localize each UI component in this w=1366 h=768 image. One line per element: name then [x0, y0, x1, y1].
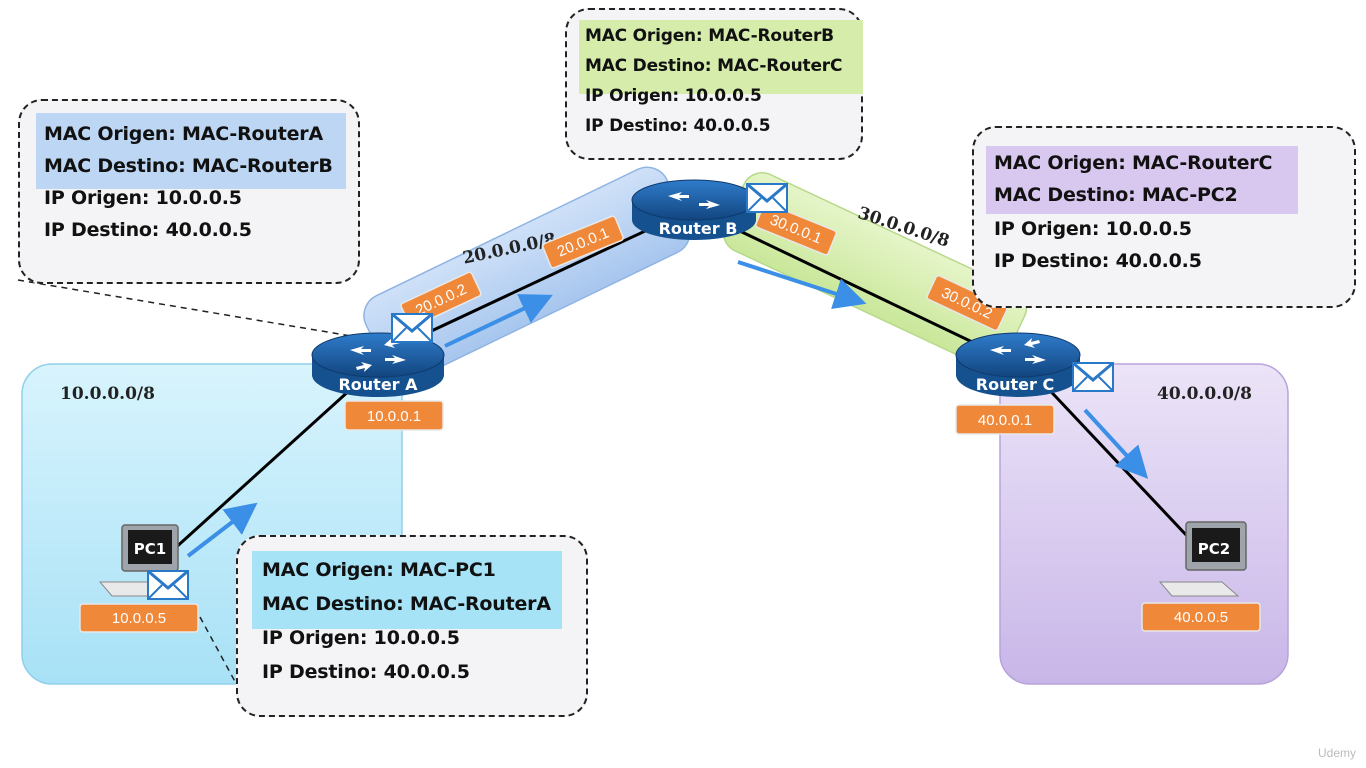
- mac-origen: MAC Origen: MAC-RouterB: [585, 26, 834, 46]
- callout-mac-highlight: [252, 551, 562, 629]
- mac-destino: MAC Destino: MAC-RouterA: [262, 593, 551, 615]
- svg-text:10.0.0.5: 10.0.0.5: [112, 610, 166, 627]
- flow-arrows: [186, 260, 1149, 558]
- envelope-icon: [146, 569, 190, 601]
- ip-origen: IP Origen: 10.0.0.5: [585, 86, 762, 106]
- ip-badge-router-a-lan: 10.0.0.1: [344, 400, 444, 431]
- ip-badge-pc1: 10.0.0.5: [79, 603, 199, 633]
- callout-hop-2: MAC Origen: MAC-RouterA MAC Destino: MAC…: [18, 99, 360, 284]
- router-a: Router A: [311, 332, 445, 397]
- ip-badge-router-c-lan: 40.0.0.1: [955, 404, 1055, 435]
- callout-hop-1: MAC Origen: MAC-PC1 MAC Destino: MAC-Rou…: [236, 535, 588, 717]
- ip-origen: IP Origen: 10.0.0.5: [44, 187, 242, 209]
- pc2: PC2: [1158, 521, 1247, 597]
- mac-origen: MAC Origen: MAC-RouterC: [994, 152, 1273, 174]
- ip-origen: IP Origen: 10.0.0.5: [994, 218, 1192, 240]
- svg-text:10.0.0.1: 10.0.0.1: [367, 408, 421, 425]
- router-c-label: Router C: [976, 375, 1054, 394]
- router-c: Router C: [955, 332, 1081, 397]
- ip-destino: IP Destino: 40.0.0.5: [44, 219, 252, 241]
- svg-text:40.0.0.1: 40.0.0.1: [978, 412, 1032, 429]
- callout-mac-highlight: [36, 113, 346, 189]
- network-label-10: 10.0.0.0/8: [60, 384, 155, 404]
- ip-destino: IP Destino: 40.0.0.5: [994, 250, 1202, 272]
- router-arrows-icon: [668, 192, 720, 209]
- mac-destino: MAC Destino: MAC-RouterC: [585, 56, 843, 76]
- envelope-icon: [745, 182, 789, 214]
- envelope-icon: [1071, 361, 1115, 393]
- callout-hop-3: MAC Origen: MAC-RouterB MAC Destino: MAC…: [565, 8, 863, 160]
- router-b-label: Router B: [659, 219, 738, 238]
- svg-text:40.0.0.5: 40.0.0.5: [1174, 609, 1228, 626]
- udemy-watermark: Udemy: [1317, 746, 1356, 760]
- callout-mac-highlight: [579, 20, 863, 94]
- mac-destino: MAC Destino: MAC-RouterB: [44, 155, 333, 177]
- pc2-label: PC2: [1198, 540, 1230, 558]
- ip-badge-pc2: 40.0.0.5: [1141, 602, 1261, 632]
- envelope-icon: [390, 312, 434, 344]
- ip-destino: IP Destino: 40.0.0.5: [262, 661, 470, 683]
- router-b: Router B: [631, 179, 757, 240]
- pc1-label: PC1: [134, 540, 166, 558]
- router-a-label: Router A: [338, 375, 418, 394]
- ip-destino: IP Destino: 40.0.0.5: [585, 116, 771, 136]
- callout-hop-4: MAC Origen: MAC-RouterC MAC Destino: MAC…: [972, 126, 1356, 308]
- mac-destino: MAC Destino: MAC-PC2: [994, 184, 1238, 206]
- mac-origen: MAC Origen: MAC-PC1: [262, 559, 496, 581]
- ip-origen: IP Origen: 10.0.0.5: [262, 627, 460, 649]
- router-arrows-icon: [990, 338, 1046, 364]
- mac-origen: MAC Origen: MAC-RouterA: [44, 123, 323, 145]
- callout-mac-highlight: [986, 146, 1298, 214]
- network-label-40: 40.0.0.0/8: [1157, 384, 1252, 404]
